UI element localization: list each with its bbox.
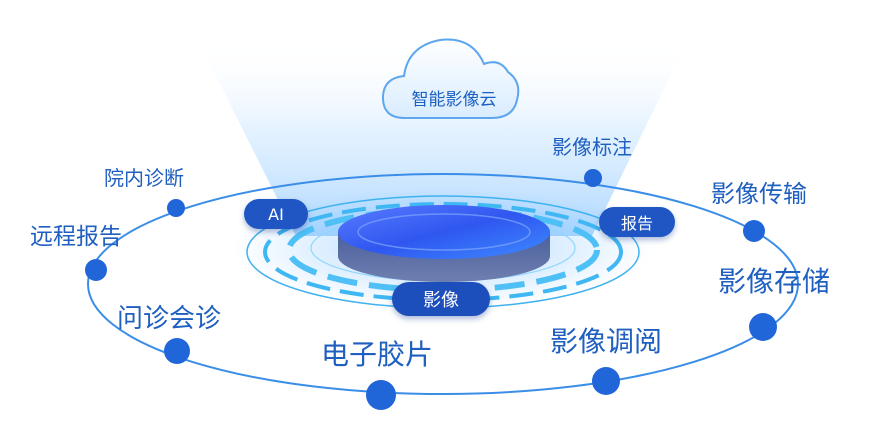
badge-ai: AI (244, 199, 308, 229)
badge-report: 报告 (599, 207, 675, 237)
platform-ring-inner (286, 207, 600, 293)
label-cunchu: 影像存储 (718, 265, 831, 298)
dot-biaozhu (584, 169, 602, 187)
orbit-dots (85, 169, 777, 410)
label-wenzhen: 问诊会诊 (117, 304, 222, 334)
label-tiaoyue: 影像调阅 (550, 325, 663, 358)
dot-yuannei (167, 199, 185, 217)
orbit-ring (87, 173, 799, 395)
label-chuanshu: 影像传输 (711, 180, 807, 208)
light-beam (198, 40, 688, 236)
label-biaozhu: 影像标注 (552, 135, 632, 159)
label-dianzi: 电子胶片 (321, 338, 434, 371)
label-yuancheng: 远程报告 (30, 224, 122, 250)
dot-wenzhen (164, 338, 190, 364)
cloud-label: 智能影像云 (411, 90, 497, 110)
dot-dianzi (366, 380, 396, 410)
platform-disc-highlight (357, 213, 531, 251)
dot-yuancheng (85, 259, 107, 281)
cloud-icon (381, 38, 520, 119)
badge-image: 影像 (392, 282, 490, 316)
label-yuannei: 院内诊断 (104, 166, 184, 190)
dot-cunchu (749, 313, 777, 341)
dot-chuanshu (743, 220, 765, 242)
platform-disc-top (338, 205, 550, 259)
dot-tiaoyue (592, 367, 620, 395)
